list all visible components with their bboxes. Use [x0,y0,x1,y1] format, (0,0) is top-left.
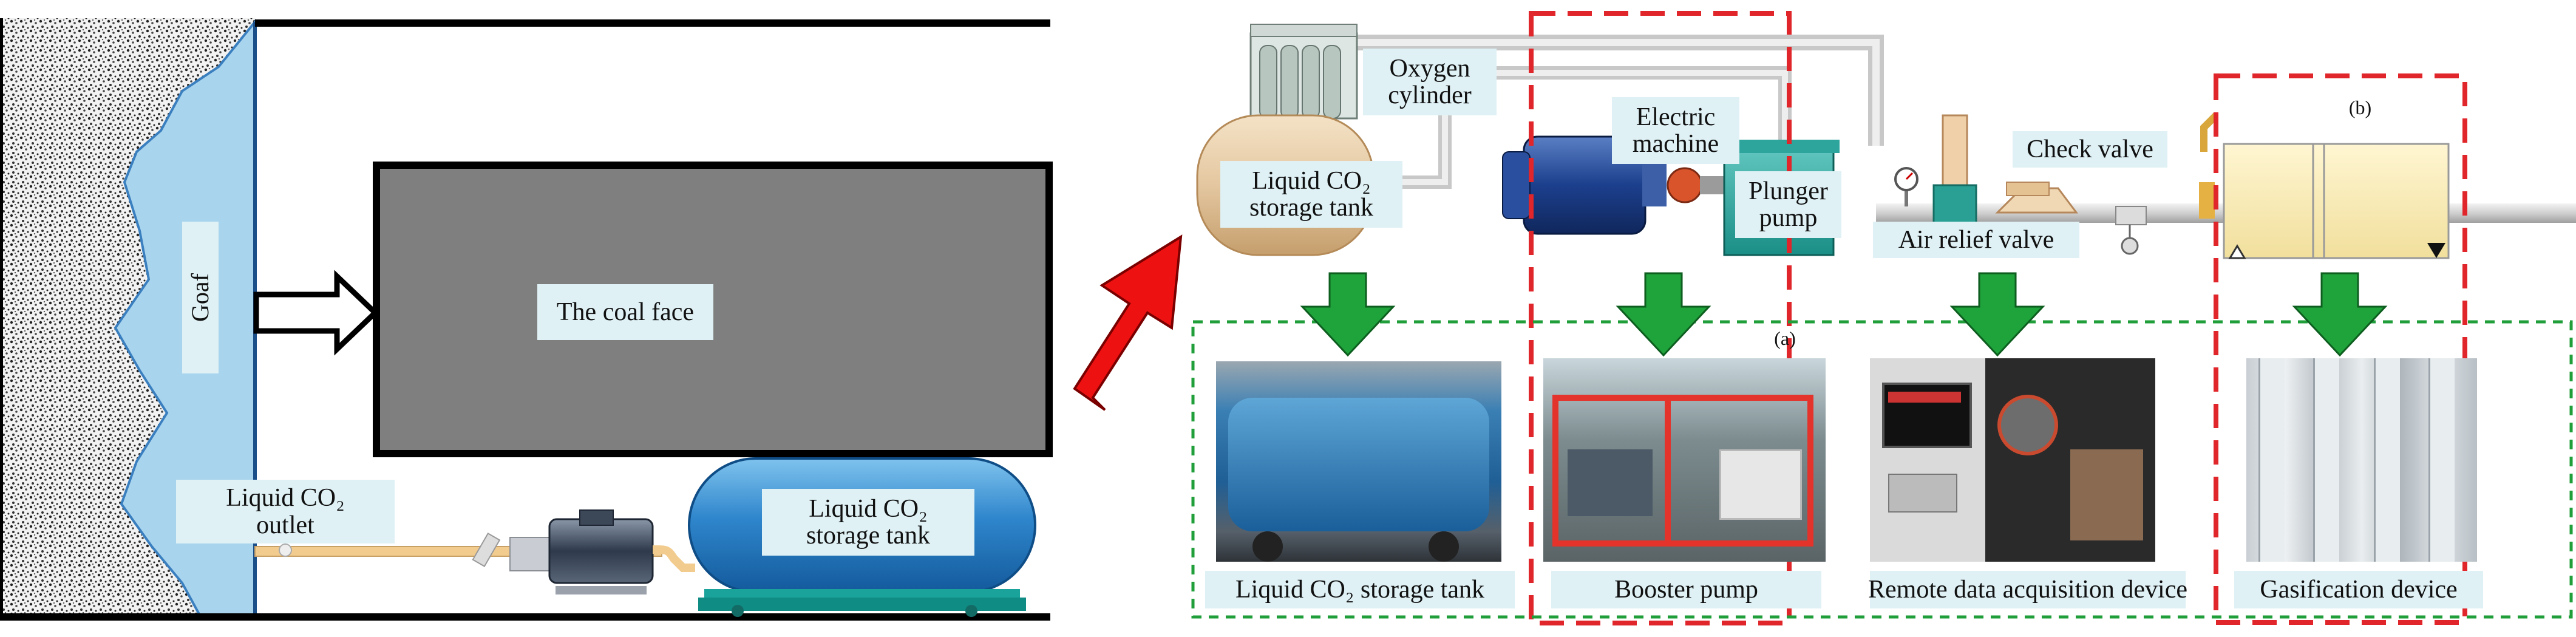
gasification-photo [2246,358,2477,562]
marker-a-label: (a) [1774,327,1796,350]
red-arrow-icon [1073,234,1183,411]
booster-pump-dashed-box [1529,11,1792,625]
transfer-pump [509,509,695,594]
goaf-label: Goaf [182,222,219,373]
booster-pump-photo [1543,358,1826,562]
coal-face-label: The coal face [537,284,713,340]
right-arrow-icon [253,270,379,356]
gasification-vessel [2199,112,2450,259]
field-equipment-dashed-box [1191,320,2573,619]
air-relief-valve-label: Air relief valve [1873,222,2079,258]
caption-tank: Liquid CO₂ storage tank [1205,571,1515,608]
check-valve-label: Check valve [2013,131,2167,168]
caption-remote: Remote data acquisition device [1868,571,2187,608]
electric-machine-label: Electric machine [1612,97,1739,164]
pipe-valve [279,532,501,568]
triangle-marker-icon [2228,243,2445,259]
check-valve-icon [1995,182,2078,214]
co2-tank-label: Liquid CO₂ storage tank [1220,161,1402,228]
tank-photo [1216,361,1501,562]
air-relief-valve-icon [1932,114,1977,229]
gasification-dashed-box [2214,73,2467,625]
plunger-pump-label: Plunger pump [1735,171,1841,238]
marker-b-label: (b) [2348,97,2372,119]
caption-gasification: Gasification device [2234,571,2483,608]
outlet-label: Liquid CO₂ outlet [176,480,395,543]
pipe-fitting-icon [2115,206,2147,255]
tank-label: Liquid CO₂ storage tank [762,489,974,556]
pressure-gauge-icon [1894,167,1918,206]
caption-booster: Booster pump [1551,571,1821,608]
remote-data-photo [1870,358,2155,562]
oxygen-cylinder-icon [1249,24,1358,120]
green-down-arrow-icon [1300,272,2388,357]
oxygen-cylinder-label: Oxygen cylinder [1363,49,1497,115]
